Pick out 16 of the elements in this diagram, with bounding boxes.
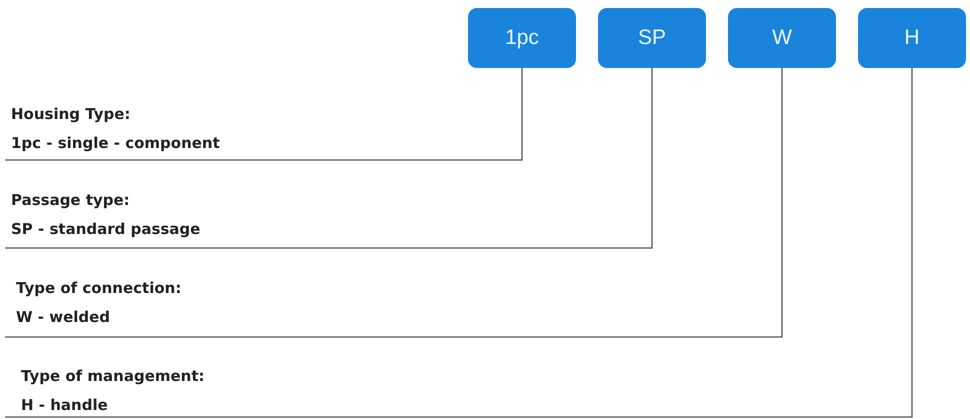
leader-line (5, 68, 783, 338)
code-badge: H (858, 8, 966, 68)
field-description: W - welded (16, 308, 110, 326)
code-badge: 1pc (468, 8, 576, 68)
field-heading: Passage type: (11, 191, 130, 209)
leader-line (5, 68, 523, 161)
field-heading: Housing Type: (11, 105, 130, 123)
field-heading: Type of management: (21, 367, 205, 385)
field-description: SP - standard passage (11, 220, 200, 238)
field-description: 1pc - single - component (11, 134, 220, 152)
field-heading: Type of connection: (16, 279, 182, 297)
leader-line (5, 68, 913, 418)
code-badge: W (728, 8, 836, 68)
field-description: H - handle (21, 396, 108, 414)
code-badge: SP (598, 8, 706, 68)
leader-line (5, 68, 653, 249)
